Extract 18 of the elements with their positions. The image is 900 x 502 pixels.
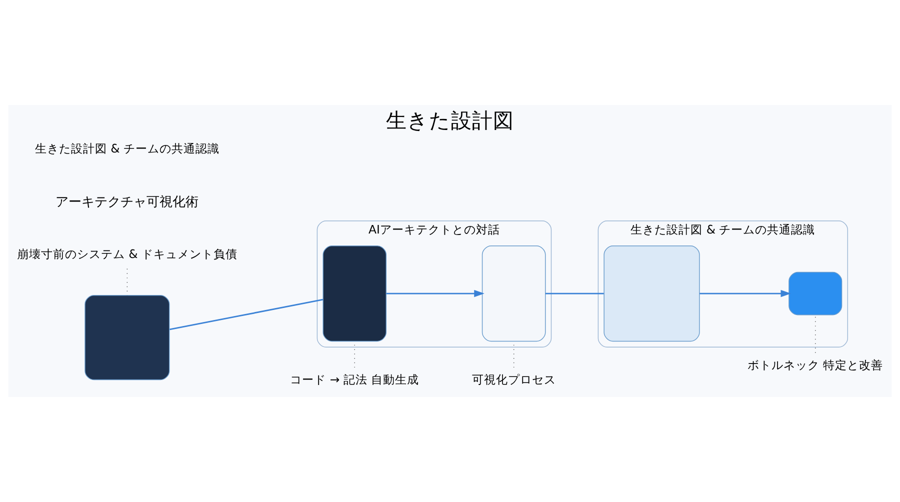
node-text: コード → 記法 自動生成 xyxy=(290,372,420,387)
arrow xyxy=(386,290,484,298)
node-box xyxy=(604,246,700,342)
connector xyxy=(169,298,324,330)
cluster: 生きた設計図 & チームの共通認識 xyxy=(598,220,848,348)
node-box xyxy=(788,272,842,316)
arrow xyxy=(700,290,792,298)
cluster: AIアーキテクトとの対話 xyxy=(316,220,552,348)
node-box xyxy=(482,246,546,342)
label: 生きた設計図 & チームの共通認識 xyxy=(34,142,220,156)
node-text: ボトルネック 特定と改善 xyxy=(748,358,884,372)
connector xyxy=(546,292,604,294)
node-box xyxy=(84,295,170,380)
diagram-title: 生きた設計図 xyxy=(386,108,514,132)
node-text: 可視化プロセス xyxy=(472,372,556,387)
node-text: 崩壊寸前のシステム & ドキュメント負債 xyxy=(16,247,238,262)
label: アーキテクチャ可視化術 xyxy=(56,194,199,210)
node-box xyxy=(322,246,387,342)
